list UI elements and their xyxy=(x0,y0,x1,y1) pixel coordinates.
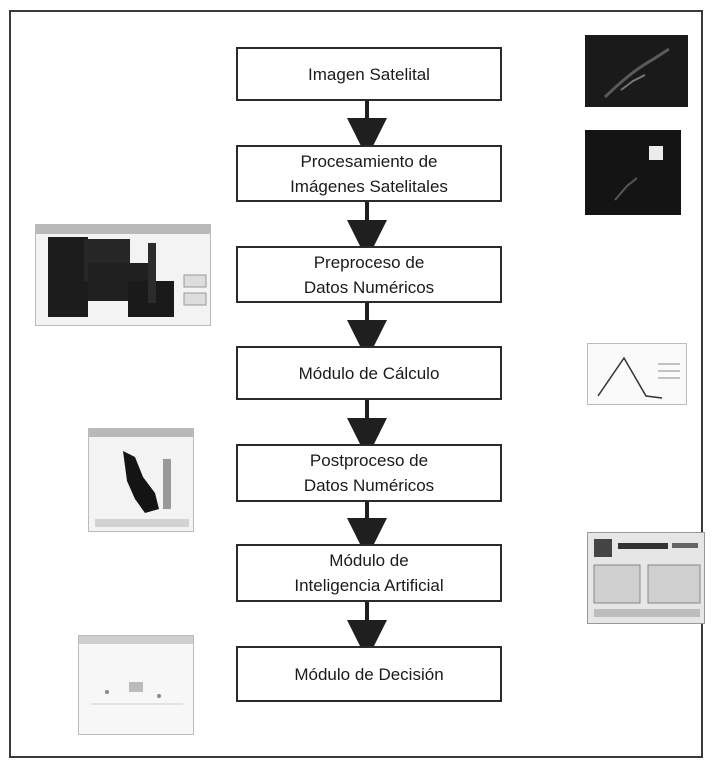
preproceso-screenshot-thumbnail xyxy=(35,224,211,326)
step-modulo-ia: Módulo de Inteligencia Artificial xyxy=(236,544,502,602)
step-label: Procesamiento de Imágenes Satelitales xyxy=(290,151,448,196)
step-label: Preproceso de Datos Numéricos xyxy=(303,252,435,297)
step-preproceso: Preproceso de Datos Numéricos xyxy=(236,246,502,303)
calculo-chart-thumbnail xyxy=(587,343,687,405)
step-modulo-decision: Módulo de Decisión xyxy=(236,646,502,702)
step-label: Módulo de Cálculo xyxy=(298,363,440,383)
step-label: Postproceso de Datos Numéricos xyxy=(303,451,435,495)
step-procesamiento: Procesamiento de Imágenes Satelitales xyxy=(236,145,502,202)
ia-software-thumbnail xyxy=(587,532,705,624)
step-label: Módulo de Decisión xyxy=(294,664,444,684)
processed-satellite-thumbnail xyxy=(585,130,681,215)
step-imagen-satelital: Imagen Satelital xyxy=(236,47,502,101)
postproceso-screenshot-thumbnail xyxy=(88,428,194,532)
satellite-image-thumbnail xyxy=(585,35,688,107)
step-modulo-calculo: Módulo de Cálculo xyxy=(236,346,502,400)
step-postproceso: Postproceso de Datos Numéricos xyxy=(236,444,502,502)
decision-screenshot-thumbnail xyxy=(78,635,194,735)
step-label: Módulo de Inteligencia Artificial xyxy=(294,551,444,595)
step-label: Imagen Satelital xyxy=(308,64,430,84)
